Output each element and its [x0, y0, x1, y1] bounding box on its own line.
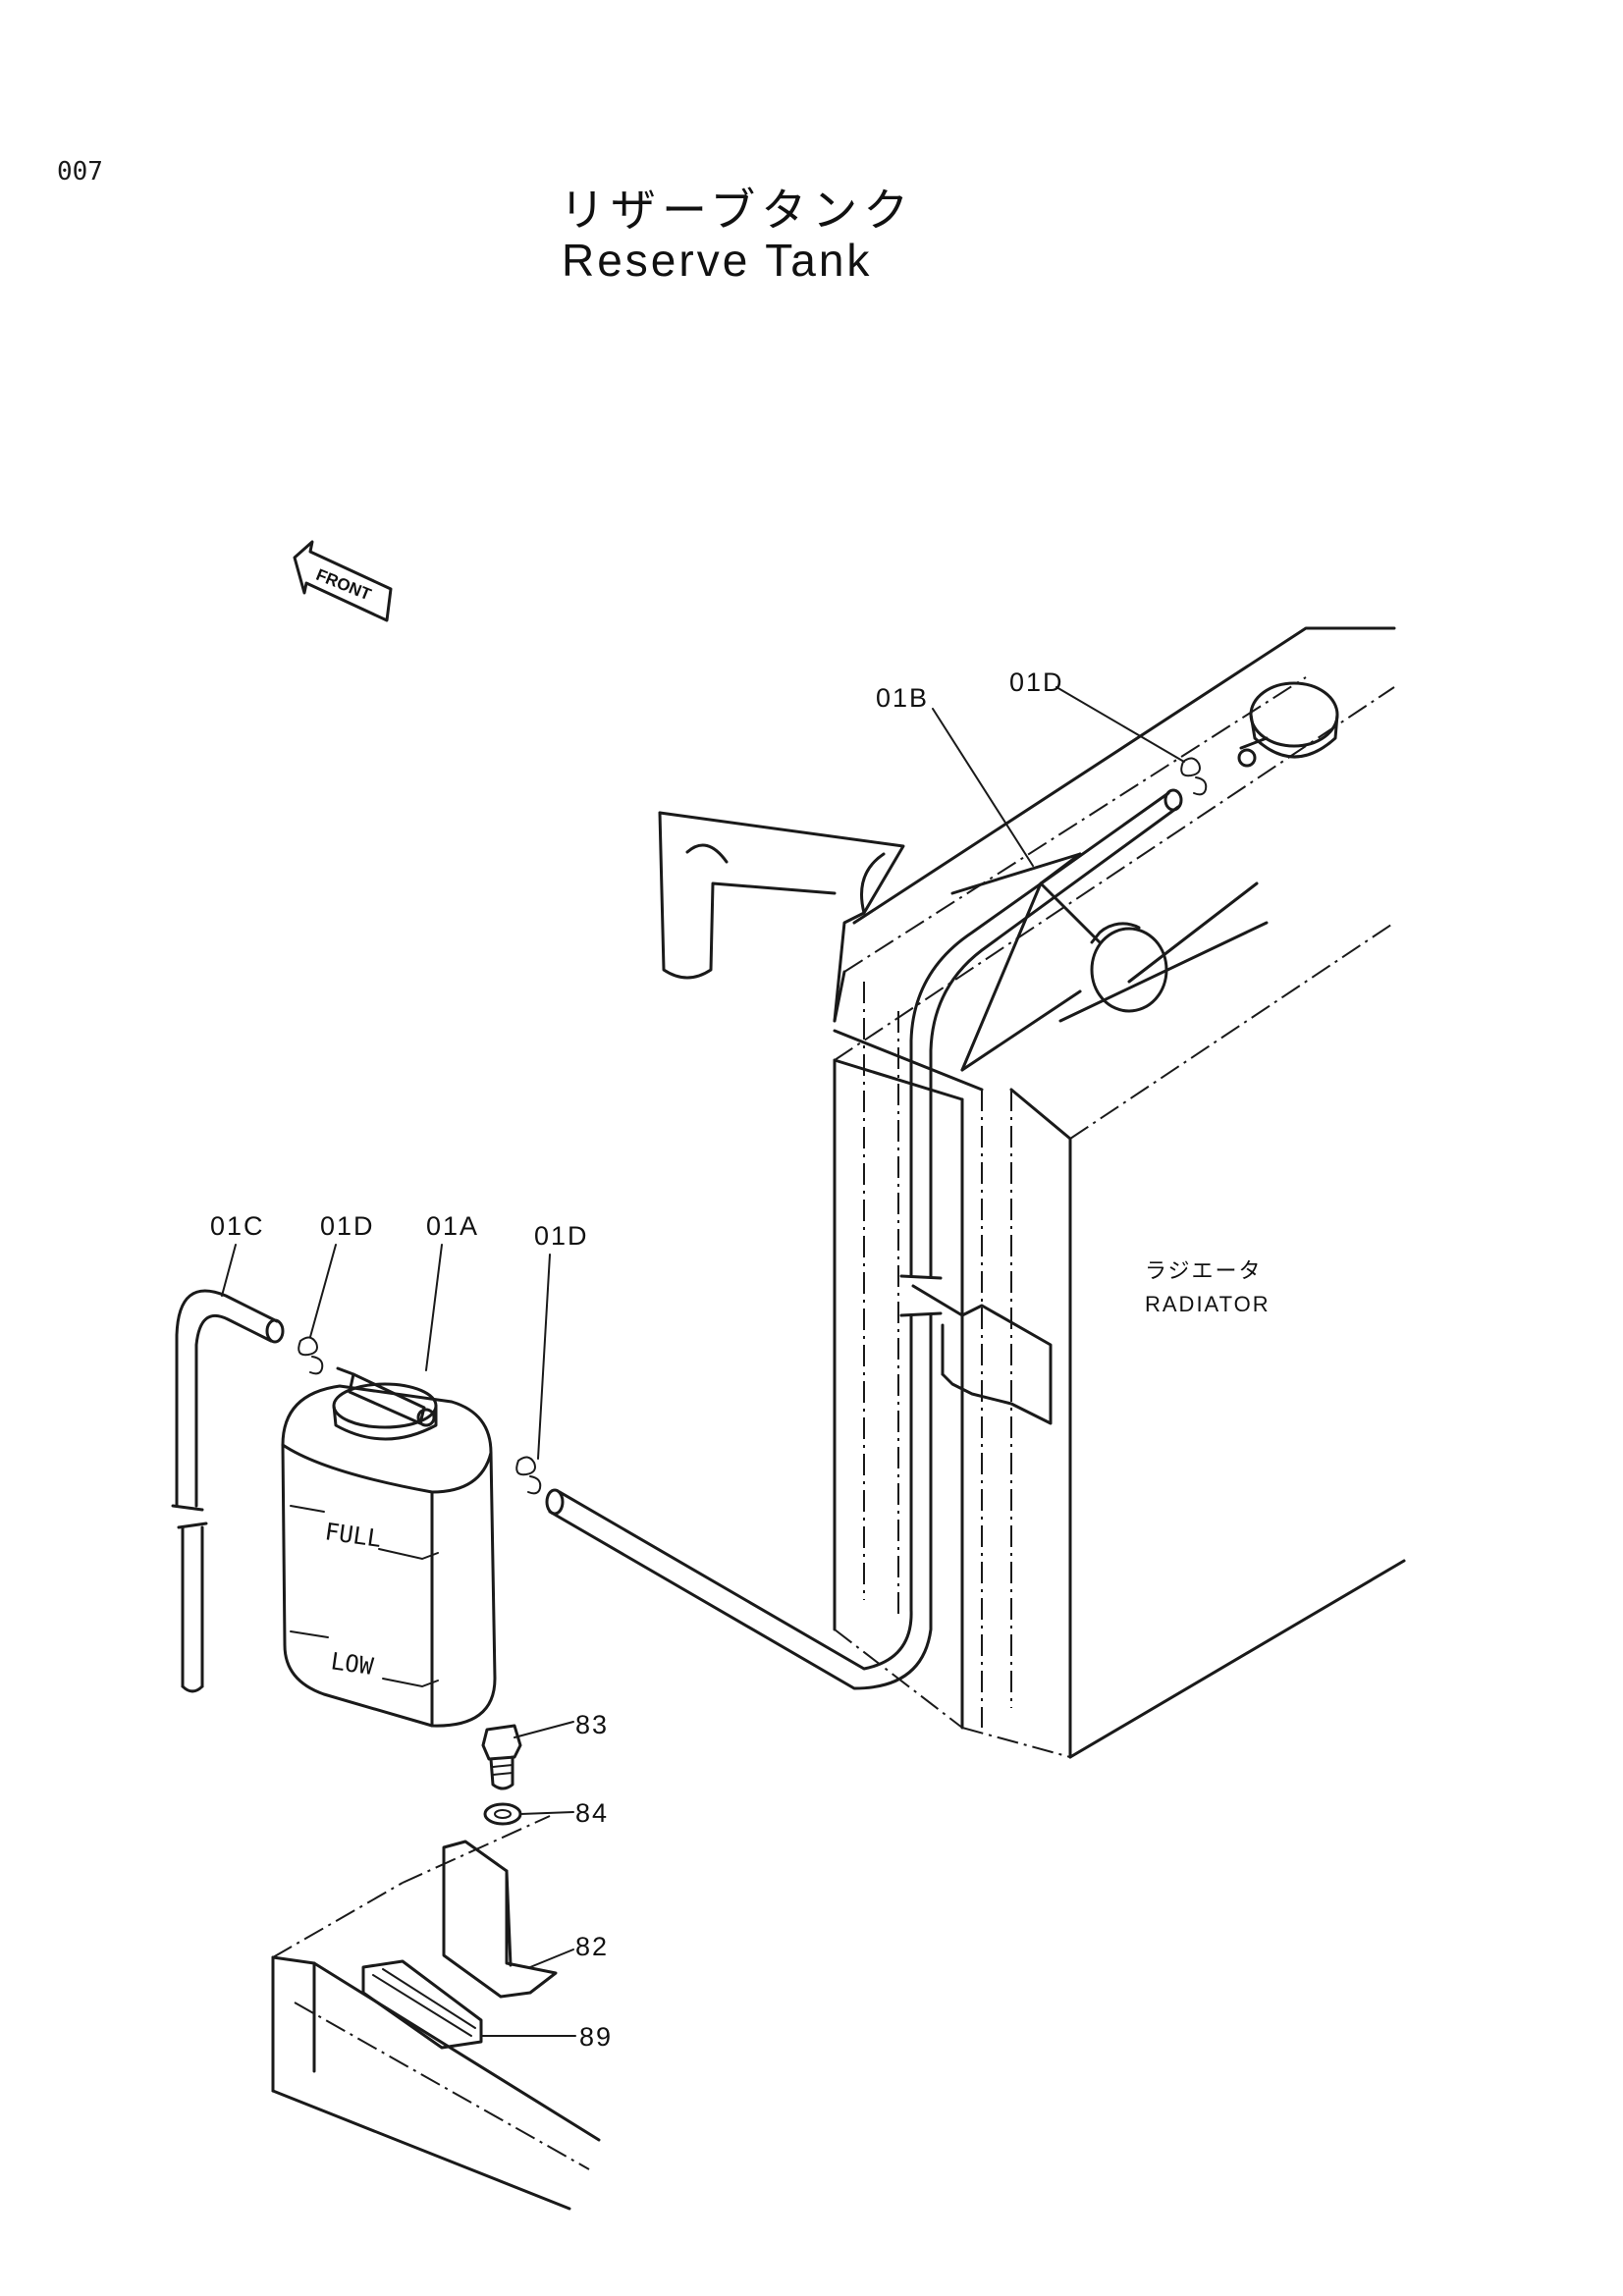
callout-83: 83	[575, 1710, 609, 1739]
front-label: FRONT	[313, 565, 374, 605]
radiator-label-en: RADIATOR	[1145, 1292, 1271, 1316]
reserve-tank: FULL LOW	[281, 1366, 497, 1728]
bolt-83	[481, 1724, 522, 1790]
hose-01c	[171, 1289, 285, 1693]
washer-84	[483, 1802, 522, 1826]
clip-01d-top	[1180, 757, 1208, 796]
low-mark: LOW	[329, 1647, 375, 1681]
mounting-frame	[271, 1815, 601, 2211]
page-number: 007	[57, 157, 103, 187]
shroud	[658, 811, 905, 1023]
radiator-cap	[1237, 681, 1339, 768]
radiator-label-jp: ラジエータ	[1145, 1259, 1263, 1284]
title-japanese: リザーブタンク	[560, 184, 915, 237]
front-arrow-icon: FRONT	[293, 540, 393, 622]
radiator	[833, 626, 1406, 1759]
bracket-82	[442, 1840, 558, 1999]
callout-01d-right: 01D	[534, 1221, 589, 1251]
callout-84: 84	[575, 1798, 609, 1828]
callout-01d-top: 01D	[1009, 667, 1064, 697]
callout-82: 82	[575, 1932, 609, 1961]
clip-01d-left	[298, 1336, 324, 1375]
callout-01a: 01A	[426, 1211, 479, 1241]
clip-01d-right	[515, 1456, 542, 1495]
full-mark: FULL	[323, 1518, 383, 1553]
callout-01d-left: 01D	[320, 1211, 375, 1241]
radiator-bracket	[911, 1284, 1053, 1425]
title-english: Reserve Tank	[562, 235, 873, 286]
leader-lines	[221, 686, 1185, 2037]
callout-01b: 01B	[876, 683, 929, 713]
hose-01b	[545, 788, 1183, 1690]
callout-89: 89	[579, 2022, 613, 2052]
callout-01c: 01C	[210, 1211, 265, 1241]
